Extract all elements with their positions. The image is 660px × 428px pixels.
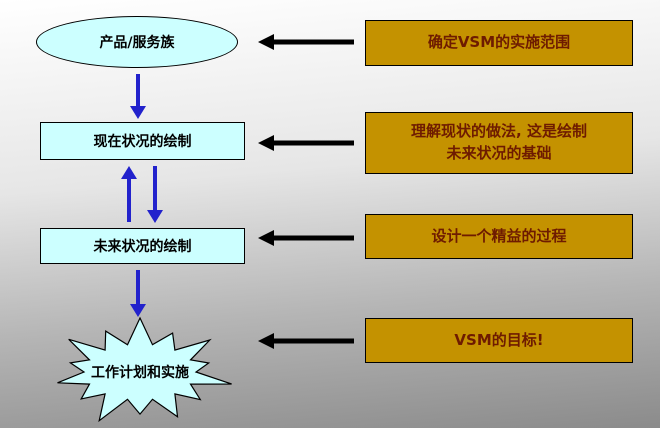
annotation-understand-box: 理解现状的做法, 这是绘制 未来状况的基础: [365, 112, 633, 174]
annotation-understand-line2: 未来状况的基础: [446, 144, 552, 162]
current-state-label: 现在状况的绘制: [93, 134, 192, 150]
annotation-design-label: 设计一个精益的过程: [431, 226, 567, 245]
annotation-goal-box: VSM的目标!: [365, 318, 633, 363]
down-arrow-icon: [147, 166, 163, 223]
left-arrow-icon: [258, 135, 354, 151]
current-state-box: 现在状况的绘制: [40, 122, 245, 160]
down-arrow-icon: [130, 74, 146, 119]
future-state-box: 未来状况的绘制: [40, 228, 245, 264]
annotation-scope-box: 确定VSM的实施范围: [365, 20, 633, 66]
annotation-scope-label: 确定VSM的实施范围: [427, 33, 571, 52]
up-arrow-icon: [121, 166, 137, 222]
annotation-goal-label: VSM的目标!: [454, 330, 544, 349]
left-arrow-icon: [258, 333, 354, 349]
annotation-understand-line1: 理解现状的做法, 这是绘制: [411, 122, 587, 141]
work-plan-burst: [57, 316, 232, 423]
product-family-label: 产品/服务族: [99, 35, 175, 51]
annotation-design-box: 设计一个精益的过程: [365, 214, 633, 259]
down-arrow-icon: [130, 270, 146, 317]
left-arrow-icon: [258, 230, 354, 246]
left-arrow-icon: [258, 34, 354, 50]
future-state-label: 未来状况的绘制: [93, 239, 192, 255]
work-plan-label: 工作计划和实施: [91, 365, 189, 381]
product-family-ellipse: 产品/服务族: [36, 16, 238, 68]
